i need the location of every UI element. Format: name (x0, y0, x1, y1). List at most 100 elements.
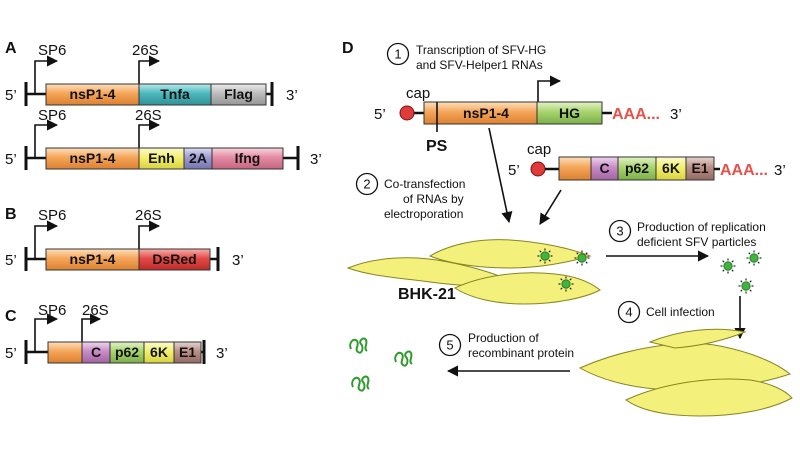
nsp1-4-label: nsP1-4 (70, 150, 116, 166)
recombinant-protein (349, 337, 413, 392)
tnfa-label: Tnfa (160, 86, 190, 102)
step-number: 4 (625, 305, 632, 320)
five-prime-label: 5’ (374, 106, 386, 123)
five-prime-label: 5’ (5, 87, 17, 104)
nsp-segment-short (47, 341, 83, 364)
sp6-label: SP6 (38, 302, 66, 319)
five-prime-label: 5’ (5, 151, 17, 168)
step-number-circle (617, 300, 641, 324)
bhk-21-cells: BHK-21 (346, 239, 601, 305)
26s-label: 26S (82, 302, 109, 319)
panel-label-d: D (342, 40, 354, 57)
step-text-line1: Transcription of SFV-HG (416, 43, 546, 57)
p62-label: p62 (625, 160, 649, 176)
virion-icon (745, 249, 763, 267)
step-number: 1 (394, 47, 401, 62)
step-1: 1 Transcription of SFV-HG and SFV-Helper… (386, 42, 546, 72)
step-text-line1: Co-transfection (384, 177, 465, 191)
c-label: C (91, 344, 101, 360)
five-prime-label: 5’ (508, 162, 520, 179)
panel-label-b: B (5, 206, 17, 223)
step-2: 2 Co-transfection of RNAs by electropora… (355, 172, 465, 221)
step-text-line2: of RNAs by (403, 192, 464, 206)
construct-c: 5’ SP6 26S C p62 6K E1 3’ (5, 302, 228, 364)
step-text-line2: recombinant protein (468, 346, 574, 360)
p62-label: p62 (115, 344, 139, 360)
protein-icon (351, 375, 370, 392)
26s-label: 26S (135, 107, 162, 124)
construct-b: 5’ SP6 26S nsP1-4 DsRed 3’ (5, 207, 244, 271)
protein-icon (394, 350, 413, 367)
cap-label: cap (527, 141, 551, 158)
sp6-label: SP6 (38, 42, 66, 59)
infected-cells (578, 328, 793, 417)
virion-icon (719, 257, 737, 275)
three-prime-label: 3’ (774, 162, 786, 179)
dsred-segment (138, 248, 211, 271)
cell (648, 328, 747, 349)
step-number-circle (386, 42, 410, 66)
step-number-circle (438, 333, 462, 357)
three-prime-label: 3’ (310, 151, 322, 168)
step-number: 3 (616, 224, 623, 239)
step-text-line1: Cell infection (646, 305, 715, 319)
step-5: 5 Production of recombinant protein (438, 331, 574, 360)
sp6-promoter-arrow (34, 220, 59, 259)
26s-promoter-arrow (138, 119, 161, 148)
hg-label: HG (559, 105, 580, 121)
6k-label: 6K (150, 344, 168, 360)
26s-label: 26S (132, 42, 159, 59)
three-prime-label: 3’ (216, 345, 228, 362)
step-number-circle (608, 219, 632, 243)
enh-label: Enh (148, 150, 174, 166)
dsred-label: DsRed (152, 251, 196, 267)
virion-icon (737, 277, 755, 295)
step-number-circle (355, 172, 379, 196)
sp6-label: SP6 (38, 207, 66, 224)
step-number: 5 (446, 338, 453, 353)
polya-tail: AAA... (720, 162, 768, 179)
c-label: C (599, 160, 609, 176)
sp6-promoter-arrow (34, 313, 59, 352)
construct-a2: 5’ SP6 26S nsP1-4 Enh 2A Ifng 3’ (5, 107, 322, 170)
sp6-promoter-arrow (34, 119, 59, 158)
flag-segment (210, 83, 267, 106)
sfv-hg-rna: cap 5’ PS nsP1-4 HG AAA... 3’ (374, 75, 682, 155)
nsp1-4-label: nsP1-4 (70, 251, 116, 267)
step-number: 2 (363, 177, 370, 192)
step-text-line1: Production of replication (637, 220, 766, 234)
nsp1-4-label: nsP1-4 (463, 105, 509, 121)
five-prime-label: 5’ (5, 345, 17, 362)
flag-label: Flag (224, 86, 253, 102)
step-text-line3: electroporation (384, 207, 463, 221)
26s-promoter-arrow (81, 313, 102, 342)
sp6-label: SP6 (38, 107, 66, 124)
sp6-promoter-arrow (34, 55, 59, 94)
construct-a1: 5’ SP6 26S nsP1-4 Tnfa Flag 3’ (5, 42, 298, 106)
nsp1-4-label: nsP1-4 (70, 86, 116, 102)
protein-icon (349, 337, 368, 354)
26s-promoter-arrow (138, 220, 161, 249)
three-prime-label: 3’ (232, 252, 244, 269)
sfv-helper1-rna: cap 5’ C p62 6K E1 AAA... 3’ (508, 141, 786, 181)
step-3: 3 Production of replication deficient SF… (608, 219, 766, 249)
26s-promoter-arrow (537, 75, 562, 102)
panel-label-c: C (5, 308, 17, 325)
26s-label: 26S (135, 207, 162, 224)
cap-structure (399, 105, 415, 121)
three-prime-label: 3’ (286, 87, 298, 104)
2a-label: 2A (189, 150, 207, 166)
arrow-helper-to-cells (539, 189, 562, 225)
step-text-line2: deficient SFV particles (637, 235, 756, 249)
sfv-particles (719, 249, 763, 295)
five-prime-label: 5’ (5, 252, 17, 269)
step-4: 4 Cell infection (617, 300, 715, 324)
ifng-segment (211, 147, 284, 170)
6k-label: 6K (662, 160, 680, 176)
e1-label: E1 (691, 160, 708, 176)
cap-structure (530, 161, 546, 177)
polya-tail: AAA... (612, 106, 660, 123)
e1-label: E1 (179, 344, 196, 360)
cell (625, 378, 793, 417)
